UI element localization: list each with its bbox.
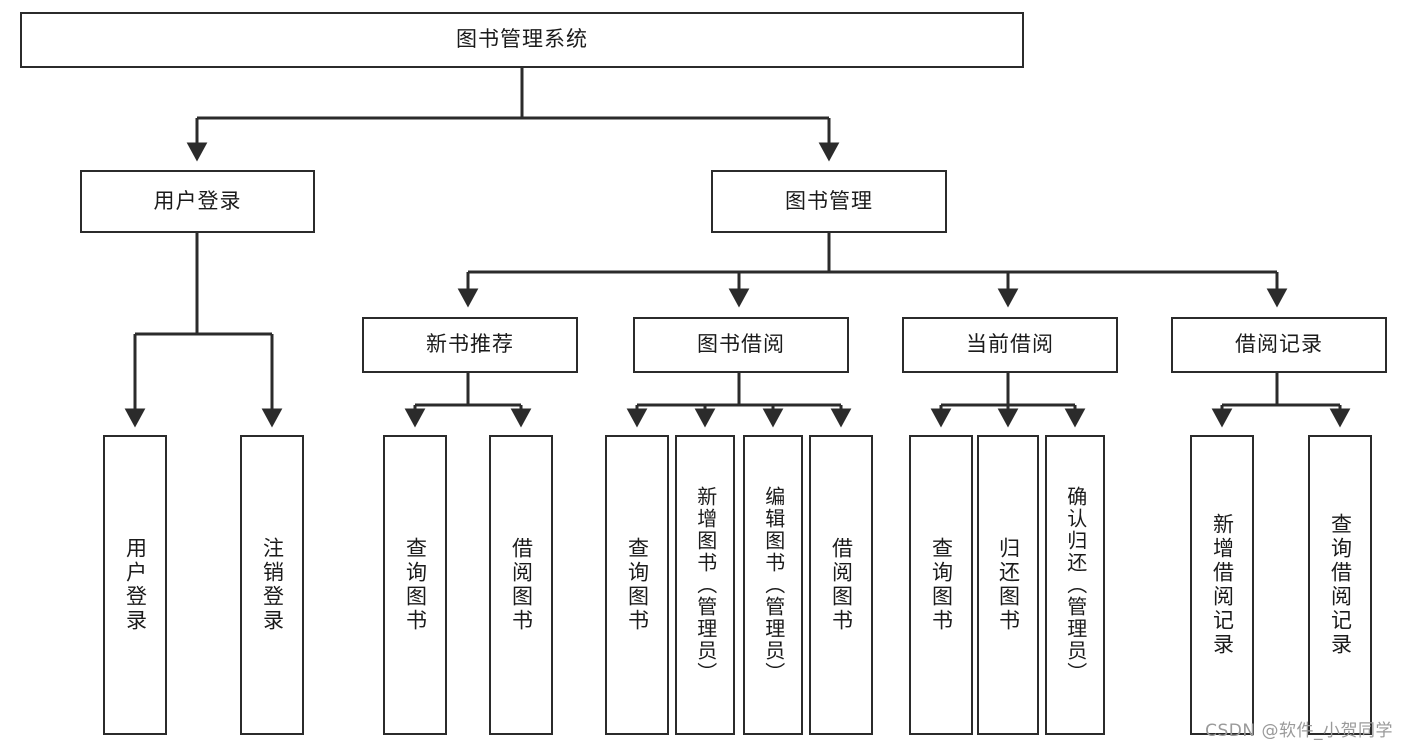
node-current-borrow[interactable]: 当前借阅 (902, 317, 1118, 373)
node-root-system[interactable]: 图书管理系统 (20, 12, 1024, 68)
node-user-login[interactable]: 用户登录 (80, 170, 315, 233)
node-borrow-records[interactable]: 借阅记录 (1171, 317, 1387, 373)
leaf-new-book-query[interactable]: 查询图书 (383, 435, 447, 735)
node-label: 注销登录 (260, 537, 285, 633)
node-label: 借阅图书 (829, 537, 854, 633)
node-book-management[interactable]: 图书管理 (711, 170, 947, 233)
leaf-current-query-book[interactable]: 查询图书 (909, 435, 973, 735)
leaf-new-book-borrow[interactable]: 借阅图书 (489, 435, 553, 735)
node-label: 查询图书 (403, 537, 428, 633)
node-new-book-recommend[interactable]: 新书推荐 (362, 317, 578, 373)
leaf-borrow-edit-book-admin[interactable]: 编辑图书（管理员） (743, 435, 803, 735)
leaf-borrow-borrow-book[interactable]: 借阅图书 (809, 435, 873, 735)
node-label: 确认归还（管理员） (1063, 486, 1088, 684)
node-label: 图书管理 (785, 188, 873, 213)
leaf-user-login-logout[interactable]: 注销登录 (240, 435, 304, 735)
node-label: 归还图书 (996, 537, 1021, 633)
node-label: 查询借阅记录 (1328, 513, 1353, 657)
leaf-records-query-record[interactable]: 查询借阅记录 (1308, 435, 1372, 735)
node-label: 图书管理系统 (456, 27, 588, 52)
node-label: 图书借阅 (697, 332, 785, 357)
leaf-current-return-book[interactable]: 归还图书 (977, 435, 1039, 735)
node-label: 新增图书（管理员） (693, 486, 718, 684)
leaf-borrow-add-book-admin[interactable]: 新增图书（管理员） (675, 435, 735, 735)
node-label: 查询图书 (625, 537, 650, 633)
node-label: 用户登录 (153, 188, 242, 213)
leaf-borrow-query-book[interactable]: 查询图书 (605, 435, 669, 735)
node-label: 编辑图书（管理员） (761, 486, 786, 684)
leaf-records-add-record[interactable]: 新增借阅记录 (1190, 435, 1254, 735)
watermark: CSDN @软件_小贺同学 (1205, 721, 1393, 741)
node-label: 查询图书 (929, 537, 954, 633)
node-label: 借阅图书 (509, 537, 534, 633)
node-book-borrow[interactable]: 图书借阅 (633, 317, 849, 373)
node-label: 新增借阅记录 (1210, 513, 1235, 657)
node-label: 新书推荐 (426, 332, 514, 357)
node-label: 用户登录 (123, 537, 148, 633)
leaf-user-login-login[interactable]: 用户登录 (103, 435, 167, 735)
leaf-current-confirm-return-admin[interactable]: 确认归还（管理员） (1045, 435, 1105, 735)
node-label: 借阅记录 (1235, 332, 1323, 357)
node-label: 当前借阅 (966, 332, 1054, 357)
